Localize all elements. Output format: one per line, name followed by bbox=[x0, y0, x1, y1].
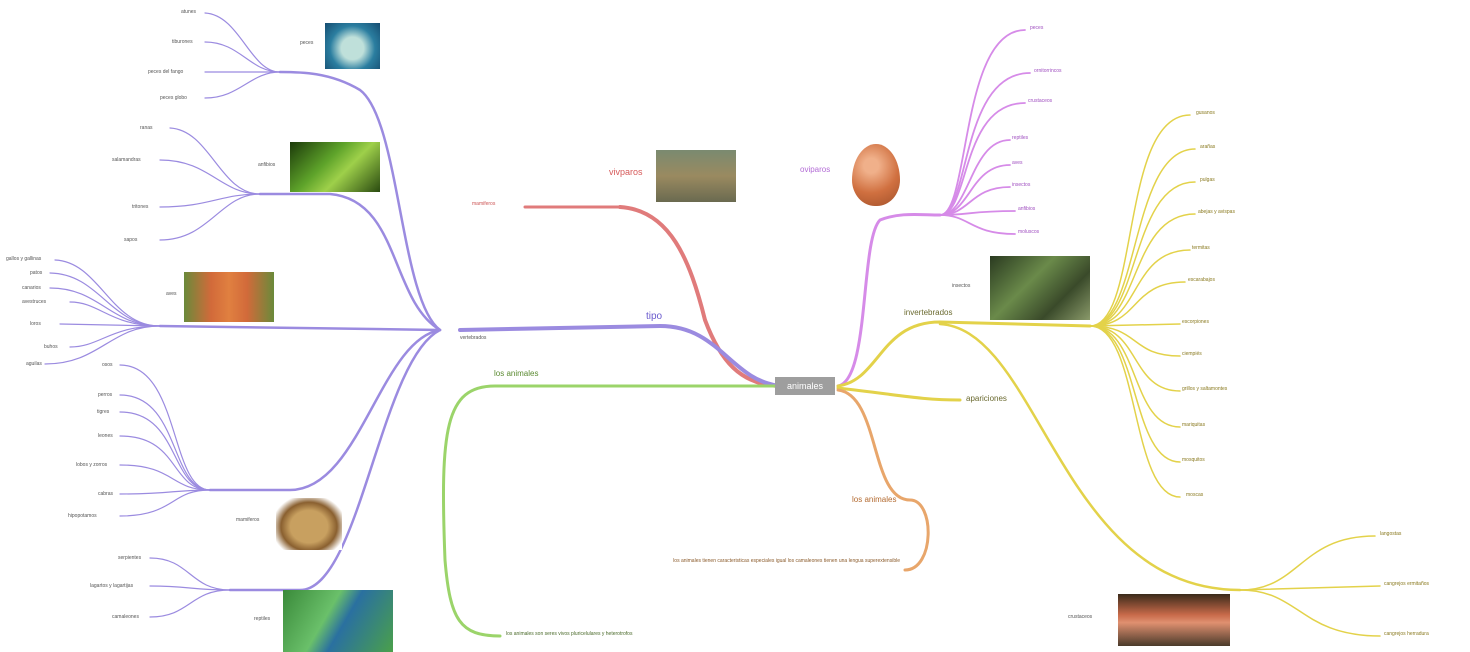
peces-item[interactable]: peces del fango bbox=[148, 69, 184, 75]
oviparos-item[interactable]: ornitorrincos bbox=[1034, 68, 1062, 74]
anfibios-item[interactable]: sapos bbox=[124, 237, 138, 243]
insectos-label[interactable]: insectos bbox=[952, 283, 971, 289]
insectos-item[interactable]: termitas bbox=[1192, 245, 1210, 251]
central-node[interactable]: animales bbox=[775, 377, 835, 395]
insectos-item[interactable]: abejas y avispas bbox=[1198, 209, 1235, 215]
branch-vertebrados bbox=[44, 12, 782, 618]
oviparos-item[interactable]: insectos bbox=[1012, 182, 1031, 188]
aves-label[interactable]: aves bbox=[166, 291, 177, 297]
branch-tipo bbox=[523, 205, 782, 388]
definicion-label[interactable]: los animales bbox=[494, 369, 539, 378]
aves-item[interactable]: aguilas bbox=[26, 361, 42, 367]
anfibios-label[interactable]: anfibios bbox=[258, 162, 276, 168]
insectos-item[interactable]: mariquitas bbox=[1182, 422, 1206, 428]
insectos-item[interactable]: grillos y saltamontes bbox=[1182, 386, 1228, 392]
peces-item[interactable]: tiburones bbox=[172, 39, 193, 45]
aves-item[interactable]: patos bbox=[30, 270, 43, 276]
cubs-image bbox=[656, 150, 736, 202]
oviparos-label[interactable]: oviparos bbox=[800, 165, 831, 174]
mamiferos-item[interactable]: osos bbox=[102, 362, 113, 368]
lion-image bbox=[276, 498, 342, 550]
nota-text: los animales tienen caracteristicas espe… bbox=[673, 558, 900, 564]
aves-item[interactable]: loros bbox=[30, 321, 41, 327]
tipo-label[interactable]: tipo bbox=[646, 311, 663, 322]
mamiferos-item[interactable]: tigres bbox=[97, 409, 110, 415]
aves-item[interactable]: gallos y gallinas bbox=[6, 256, 42, 262]
oviparos-item[interactable]: aves bbox=[1012, 160, 1023, 166]
chameleon-image bbox=[283, 590, 393, 652]
branch-invertebrados bbox=[836, 114, 1381, 637]
invertebrados-label[interactable]: invertebrados bbox=[904, 308, 953, 317]
vertebrados-label[interactable]: vertebrados bbox=[460, 335, 487, 341]
anfibios-item[interactable]: ranas bbox=[140, 125, 153, 131]
insect-image bbox=[990, 256, 1090, 320]
crustaceos-item[interactable]: cangrejos ermitaños bbox=[1384, 581, 1430, 587]
mamiferos-item[interactable]: perros bbox=[98, 392, 113, 398]
reptiles-item[interactable]: serpientes bbox=[118, 555, 142, 561]
peces-item[interactable]: atunes bbox=[181, 9, 197, 15]
egg-image bbox=[852, 144, 900, 206]
insectos-item[interactable]: escarabajos bbox=[1188, 277, 1215, 283]
crustaceos-item[interactable]: cangrejos herradura bbox=[1384, 631, 1429, 637]
mamiferos-item[interactable]: hipopotamos bbox=[68, 513, 97, 519]
insectos-item[interactable]: mosquitos bbox=[1182, 457, 1205, 463]
oviparos-item[interactable]: moluscos bbox=[1018, 229, 1040, 235]
reptiles-item[interactable]: camaleones bbox=[112, 614, 139, 620]
aves-item[interactable]: canarios bbox=[22, 285, 41, 291]
aves-item[interactable]: buhos bbox=[44, 344, 58, 350]
branch-definicion bbox=[441, 384, 782, 638]
mamiferos-item[interactable]: leones bbox=[98, 433, 113, 439]
reptiles-label[interactable]: reptiles bbox=[254, 616, 271, 622]
anfibios-item[interactable]: salamandras bbox=[112, 157, 141, 163]
insectos-item[interactable]: escorpiones bbox=[1182, 319, 1209, 325]
nota-label[interactable]: los animales bbox=[852, 495, 897, 504]
oviparos-item[interactable]: crustaceos bbox=[1028, 98, 1053, 104]
pufferfish-image bbox=[325, 23, 380, 69]
vivparos-label[interactable]: vivparos bbox=[609, 167, 643, 177]
insectos-item[interactable]: gusanos bbox=[1196, 110, 1215, 116]
mamiferos-item[interactable]: cabras bbox=[98, 491, 114, 497]
insectos-item[interactable]: ciempiés bbox=[1182, 351, 1202, 357]
mamiferos-label[interactable]: mamiferos bbox=[472, 201, 496, 207]
mamiferos-group-label[interactable]: mamiferos bbox=[236, 517, 260, 523]
anfibios-item[interactable]: tritones bbox=[132, 204, 149, 210]
peces-label[interactable]: peces bbox=[300, 40, 314, 46]
branch-oviparos bbox=[836, 29, 1031, 388]
peces-item[interactable]: peces globo bbox=[160, 95, 187, 101]
apariciones-label[interactable]: apariciones bbox=[966, 394, 1007, 403]
reptiles-item[interactable]: lagartos y lagartijas bbox=[90, 583, 134, 589]
insectos-item[interactable]: pulgas bbox=[1200, 177, 1215, 183]
crab-image bbox=[1118, 594, 1230, 646]
frog-image bbox=[290, 142, 380, 192]
oviparos-item[interactable]: peces bbox=[1030, 25, 1044, 31]
crustaceos-label[interactable]: crustaceos bbox=[1068, 614, 1093, 620]
definicion-text: los animales son seres vivos pluricelula… bbox=[506, 631, 633, 637]
bird-image bbox=[184, 272, 274, 322]
oviparos-item[interactable]: reptiles bbox=[1012, 135, 1029, 141]
mamiferos-item[interactable]: lobos y zorros bbox=[76, 462, 108, 468]
aves-item[interactable]: avestruces bbox=[22, 299, 47, 305]
branch-nota bbox=[836, 388, 930, 572]
oviparos-item[interactable]: anfibios bbox=[1018, 206, 1036, 212]
insectos-item[interactable]: arañas bbox=[1200, 144, 1216, 150]
insectos-item[interactable]: moscas bbox=[1186, 492, 1204, 498]
crustaceos-item[interactable]: langostas bbox=[1380, 531, 1402, 537]
